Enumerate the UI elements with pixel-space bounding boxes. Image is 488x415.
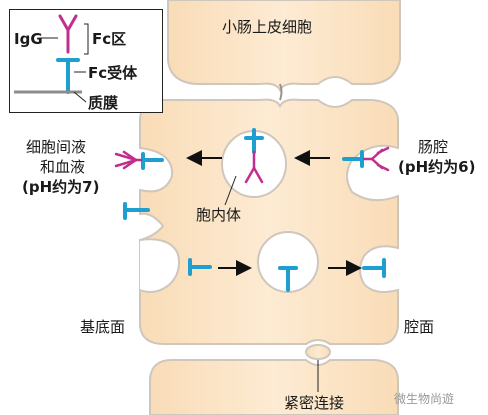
fc-receptor-lumen-exit bbox=[362, 258, 386, 278]
igg-basal-released bbox=[114, 150, 143, 170]
interstitial-fluid-label: 细胞间液 bbox=[26, 138, 87, 156]
tight-junction-bead bbox=[305, 344, 331, 360]
legend-membrane-label: 质膜 bbox=[88, 94, 119, 112]
tight-junction-top bbox=[279, 83, 283, 101]
basal-ph-label: (pH约为7) bbox=[22, 178, 100, 196]
fc-receptor-endosome-top bbox=[244, 128, 264, 154]
lower-cell bbox=[149, 359, 399, 415]
basal-surface-label: 基底面 bbox=[80, 318, 126, 336]
legend-box bbox=[9, 9, 163, 113]
fc-receptor-basal-pit bbox=[188, 258, 212, 276]
lumen-label: 肠腔 bbox=[418, 138, 449, 156]
fc-receptor-endosome-bottom bbox=[278, 266, 298, 292]
igg-endosome-bound bbox=[244, 150, 264, 184]
legend-igg-label: IgG bbox=[14, 30, 43, 48]
tight-junction-label: 紧密连接 bbox=[284, 394, 345, 412]
watermark: 微生物尚遊 bbox=[394, 392, 455, 406]
legend-fc-receptor-label: Fc受体 bbox=[88, 64, 138, 82]
lumen-ph-label: (pH约为6) bbox=[398, 158, 476, 176]
endosome-pointer bbox=[224, 175, 237, 206]
legend-fc-region-label: Fc区 bbox=[92, 30, 127, 48]
fc-receptor-basal-released bbox=[141, 152, 164, 170]
endosome-label: 胞内体 bbox=[196, 206, 242, 224]
basal-pit bbox=[139, 238, 180, 293]
luminal-surface-label: 腔面 bbox=[404, 318, 435, 336]
epithelial-cell-body bbox=[139, 98, 399, 345]
fc-receptor-lumen bbox=[342, 150, 364, 168]
fc-receptor-basal-free bbox=[123, 202, 150, 220]
blood-label: 和血液 bbox=[40, 158, 86, 176]
upper-cell bbox=[167, 0, 401, 93]
igg-lumen bbox=[362, 146, 390, 172]
epithelial-cell-label: 小肠上皮细胞 bbox=[222, 18, 313, 36]
